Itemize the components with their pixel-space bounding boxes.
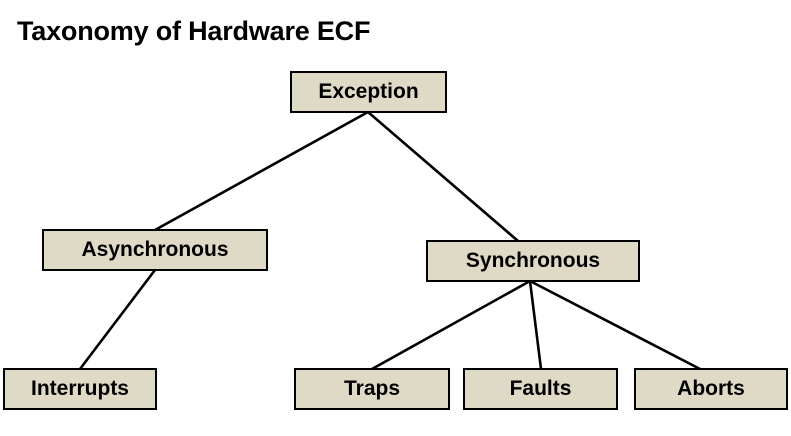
edge-asynchronous-to-interrupts [78,268,157,371]
node-faults[interactable]: Faults [463,368,618,410]
node-aborts[interactable]: Aborts [634,368,788,410]
page-title: Taxonomy of Hardware ECF [17,16,371,46]
node-synchronous[interactable]: Synchronous [426,240,640,282]
edge-synchronous-to-traps [370,279,532,371]
node-faults-label: Faults [509,376,572,400]
node-asynchronous-label: Asynchronous [81,237,229,261]
node-aborts-label: Aborts [677,376,745,400]
edge-exception-to-synchronous [366,110,520,243]
node-exception[interactable]: Exception [290,71,447,113]
edge-synchronous-to-aborts [528,279,702,371]
edge-synchronous-to-faults [528,279,543,371]
node-traps[interactable]: Traps [294,368,450,410]
edge-exception-to-asynchronous [153,110,370,232]
node-synchronous-label: Synchronous [465,248,601,272]
node-interrupts[interactable]: Interrupts [3,368,157,410]
node-exception-label: Exception [318,79,419,103]
node-interrupts-label: Interrupts [30,376,129,400]
node-traps-label: Traps [343,376,401,400]
node-asynchronous[interactable]: Asynchronous [42,229,268,271]
